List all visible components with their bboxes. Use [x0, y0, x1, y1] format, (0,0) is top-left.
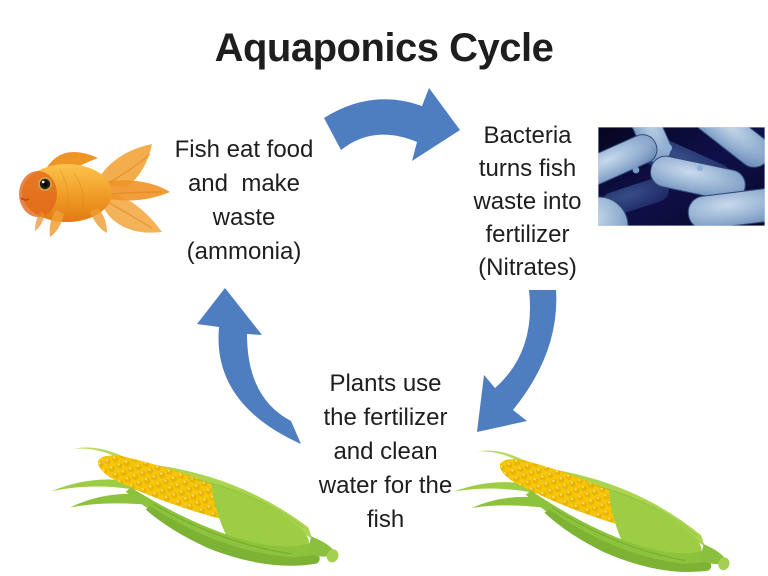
- arrow-fish-to-bacteria-icon: [324, 88, 460, 161]
- caption-line: Plants use: [329, 370, 442, 397]
- caption-line: fish: [366, 506, 405, 533]
- caption-line: (Nitrates): [478, 254, 577, 281]
- arrow-bacteria-to-plants-icon: [477, 290, 557, 432]
- caption-line: Fish eat food: [174, 136, 314, 163]
- plants-caption: Plants use the fertilizer and clean wate…: [293, 367, 478, 537]
- caption-line: (ammonia): [186, 238, 302, 265]
- arrow-plants-to-fish-icon: [197, 288, 301, 444]
- caption-line: waste into: [473, 188, 582, 215]
- caption-line: and clean: [333, 438, 438, 465]
- caption-line: turns fish: [478, 155, 577, 182]
- bacteria-caption: Bacteria turns fish waste into fertilize…: [445, 119, 610, 284]
- page-title: Aquaponics Cycle: [214, 26, 554, 70]
- caption-line: and make: [187, 170, 301, 197]
- caption-line: Bacteria: [483, 122, 572, 149]
- fish-caption: Fish eat food and make waste (ammonia): [148, 133, 340, 269]
- cycle-arrows: [197, 88, 557, 444]
- caption-line: waste: [212, 204, 276, 231]
- caption-line: water for the: [318, 472, 453, 499]
- bacteria-image: [598, 127, 765, 226]
- caption-line: fertilizer: [485, 221, 570, 248]
- caption-line: the fertilizer: [323, 404, 448, 431]
- goldfish-image: [19, 144, 170, 237]
- corn-image-right: [450, 432, 742, 576]
